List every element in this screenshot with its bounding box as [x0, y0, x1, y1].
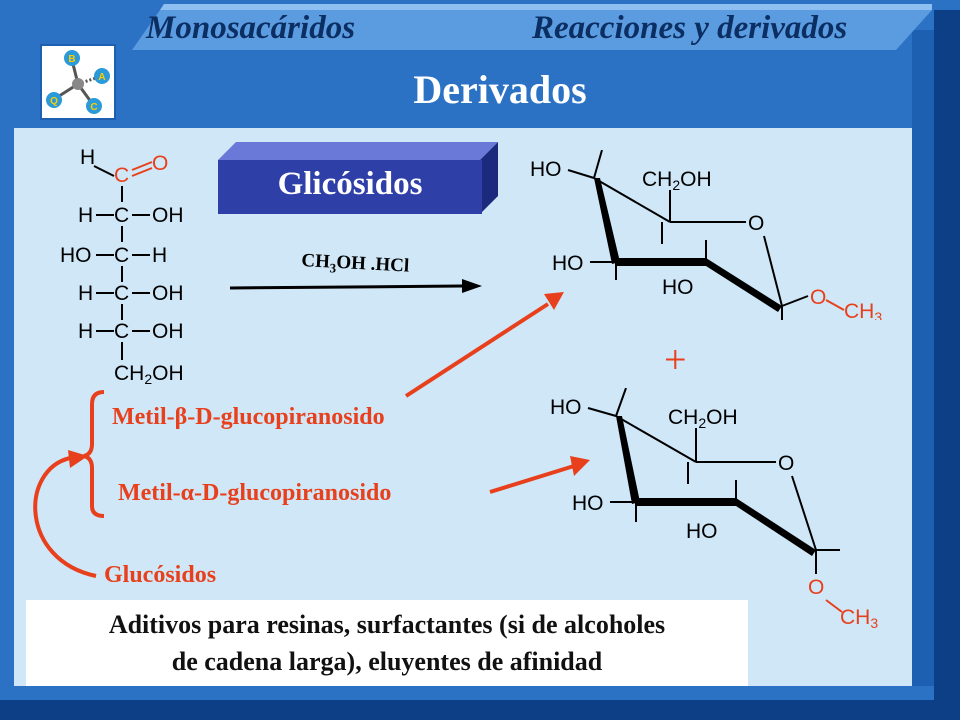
svg-text:H: H — [152, 244, 167, 267]
frame-left — [0, 120, 14, 700]
glycoside-label: Glicósidos — [277, 166, 423, 202]
alpha-pyranoside-structure: HO CH2OH O HO HO O CH3 — [550, 388, 878, 631]
logo-letter-a: A — [98, 72, 105, 83]
applications-line-1: Aditivos para resinas, surfactantes (si … — [108, 610, 666, 639]
svg-text:C: C — [114, 282, 129, 305]
svg-text:O: O — [748, 212, 764, 235]
header-left-title: Monosacáridos — [146, 10, 356, 46]
svg-text:HO: HO — [662, 276, 694, 299]
svg-text:CH3: CH3 — [840, 606, 878, 631]
frame-bottom-dark — [0, 700, 960, 720]
svg-text:CH2OH: CH2OH — [668, 406, 738, 431]
header-tab — [132, 4, 932, 50]
content-area — [14, 128, 912, 686]
svg-text:H: H — [80, 146, 95, 169]
frame-right-dark — [934, 10, 960, 700]
applications-box — [26, 600, 748, 686]
reagent-rest: OH .HCl — [335, 251, 410, 277]
svg-text:HO: HO — [552, 252, 584, 275]
reaction-arrow — [229, 279, 482, 293]
svg-text:C: C — [114, 244, 129, 267]
svg-text:O: O — [808, 576, 824, 599]
svg-text:CH2OH: CH2OH — [114, 362, 184, 387]
svg-text:OH: OH — [152, 204, 184, 227]
logo-letter-b: B — [68, 54, 75, 65]
header-right-title: Reacciones y derivados — [532, 10, 848, 46]
glycoside-box — [218, 160, 482, 214]
svg-text:C: C — [114, 164, 129, 187]
logo: B A C Q — [40, 44, 116, 120]
reagent-ch: CH — [300, 250, 331, 273]
svg-text:OH: OH — [152, 320, 184, 343]
logo-letter-q: Q — [50, 96, 58, 107]
svg-text:HO: HO — [572, 492, 604, 515]
svg-text:HO: HO — [550, 396, 582, 419]
glycoside-box-3d — [218, 142, 498, 214]
svg-text:HO: HO — [530, 158, 562, 181]
svg-text:H: H — [78, 320, 93, 343]
beta-glucopyranoside-label: Metil-β-D-glucopiranosido — [112, 404, 385, 430]
page-title: Derivados — [413, 67, 587, 112]
svg-text:O: O — [810, 286, 826, 309]
frame-bottom — [0, 686, 934, 700]
svg-text:C: C — [114, 320, 129, 343]
svg-text:HO: HO — [60, 244, 92, 267]
applications-line-2: de cadena larga), eluyentes de afinidad — [171, 647, 603, 676]
applications-text: Aditivos para resinas, surfactantes (si … — [26, 606, 748, 680]
frame-right — [912, 30, 934, 695]
svg-text:O: O — [778, 452, 794, 475]
svg-text:OH: OH — [152, 282, 184, 305]
molecule-logo-icon: B A C Q — [46, 50, 110, 114]
svg-text:CH3: CH3 — [844, 300, 882, 320]
plus-sign: + — [664, 337, 687, 382]
glucosides-label: Glucósidos — [104, 562, 217, 588]
svg-text:O: O — [152, 152, 168, 175]
alpha-glucopyranoside-label: Metil-α-D-glucopiranosido — [118, 480, 392, 506]
svg-text:H: H — [78, 204, 93, 227]
svg-text:CH2OH: CH2OH — [642, 168, 712, 193]
logo-letter-c: C — [90, 102, 97, 113]
svg-text:HO: HO — [686, 520, 718, 543]
beta-pyranoside-structure: HO CH2OH O HO HO O CH3 — [530, 150, 882, 320]
svg-text:C: C — [114, 204, 129, 227]
svg-text:H: H — [78, 282, 93, 305]
